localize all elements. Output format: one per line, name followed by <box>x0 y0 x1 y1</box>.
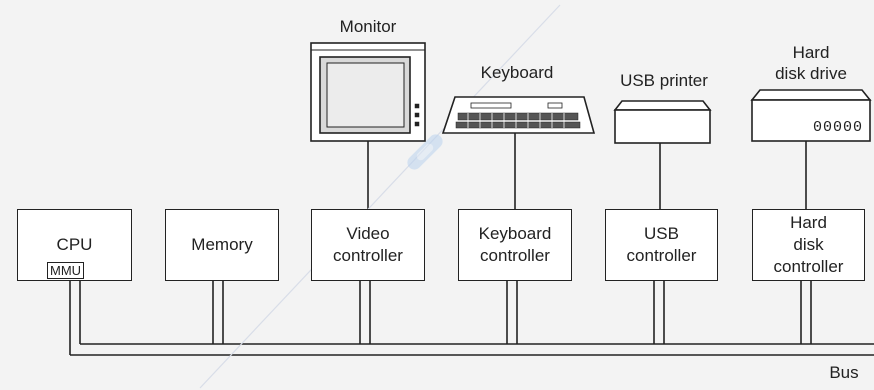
keyboard-controller-label-line2: controller <box>480 246 550 265</box>
watermark-line <box>199 4 561 389</box>
disk-drive-label: Hard disk drive <box>756 42 866 84</box>
keyboard-label: Keyboard <box>480 63 554 82</box>
monitor-label: Monitor <box>339 17 397 36</box>
disk-drive-label-line2: disk drive <box>775 64 847 83</box>
usb-controller-label-line2: controller <box>626 246 697 265</box>
usb-controller-box: USB controller <box>605 209 718 281</box>
bus-label: Bus <box>829 363 859 382</box>
disk-controller-label-line1: Hard <box>790 213 827 232</box>
disk-indicator-lights: 00000 <box>812 119 863 136</box>
memory-box: Memory <box>165 209 279 281</box>
keyboard-icon <box>441 96 596 134</box>
disk-controller-box: Hard disk controller <box>752 209 865 281</box>
video-controller-label-line1: Video <box>346 224 390 243</box>
usb-controller-label-line1: USB <box>644 224 679 243</box>
disk-controller-label-line2: disk <box>793 235 824 254</box>
keyboard-controller-label-line1: Keyboard <box>478 224 552 243</box>
mmu-box: MMU <box>47 262 85 279</box>
video-controller-box: Video controller <box>311 209 425 281</box>
memory-label: Memory <box>191 235 253 254</box>
keyboard-controller-box: Keyboard controller <box>458 209 572 281</box>
watermark-logo <box>407 134 443 170</box>
printer-label: USB printer <box>620 71 708 90</box>
monitor-icon <box>310 42 426 142</box>
cpu-label: CPU <box>56 235 93 254</box>
printer-icon <box>613 100 712 144</box>
video-controller-label-line2: controller <box>333 246 403 265</box>
disk-drive-label-line1: Hard <box>792 43 830 62</box>
disk-drive-icon <box>750 89 872 142</box>
disk-controller-label-line3: controller <box>773 257 844 276</box>
